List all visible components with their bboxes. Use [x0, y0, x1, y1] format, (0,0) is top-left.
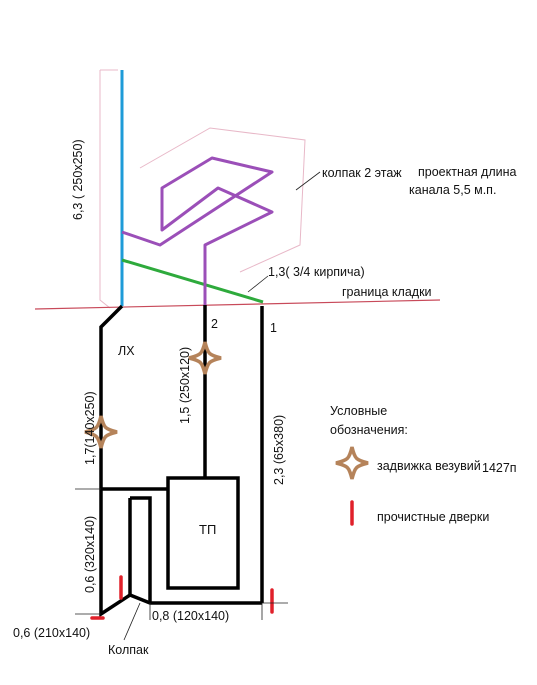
lh-label: ЛХ [118, 344, 135, 358]
channel-number-1: 1 [270, 321, 277, 335]
kolpak-label: Колпак [108, 643, 149, 657]
segment-15-label: 1,5 (250х120) [178, 347, 192, 424]
segment-06a-label: 0,6 (320х140) [83, 516, 97, 593]
masonry-boundary-line [34, 299, 441, 310]
green-channel [121, 258, 264, 304]
pink-left-line [99, 70, 111, 309]
masonry-boundary-label: граница кладки [342, 285, 432, 299]
proj-length-label-1: проектная длина [418, 165, 517, 179]
leader-13 [247, 275, 269, 293]
leader-kolpak [123, 602, 141, 641]
purple-channel [121, 156, 274, 305]
leader-lines [75, 171, 321, 641]
pink-outline [99, 69, 306, 309]
left-wall [99, 304, 262, 618]
boiler-tp [166, 476, 240, 590]
channel-number-2: 2 [211, 317, 218, 331]
segment-13-label: 1,3( 3/4 кирпича) [268, 265, 365, 279]
legend-title-2: обозначения: [330, 423, 408, 437]
legend-title-1: Условные [330, 404, 387, 418]
legend-door-label: прочистные дверки [377, 510, 489, 524]
kolpak-2-label: колпак 2 этаж [322, 166, 402, 180]
tp-label: ТП [199, 522, 216, 537]
segment-17-label: 1,7(140х250) [83, 391, 97, 465]
segment-08-label: 0,8 (120х140) [152, 609, 229, 623]
kolpak-inner [130, 496, 152, 603]
black-frame [99, 304, 264, 618]
valve-icon-2 [84, 415, 118, 449]
valve-icon-1 [188, 341, 222, 375]
legend-valve-model: 1427п [482, 461, 517, 475]
pink-right-outline [139, 127, 306, 273]
segment-23-label: 2,3 (65х380) [272, 415, 286, 485]
segment-06b-label: 0,6 (210х140) [13, 626, 90, 640]
legend-valve-label: задвижка везувий [377, 459, 481, 473]
leader-kolpak2 [295, 171, 321, 191]
cleaning-doors [90, 500, 354, 620]
proj-length-label-2: канала 5,5 м.п. [409, 183, 496, 197]
height-label-top: 6,3 ( 250х250) [71, 139, 85, 220]
legend-valve-icon [335, 446, 369, 480]
